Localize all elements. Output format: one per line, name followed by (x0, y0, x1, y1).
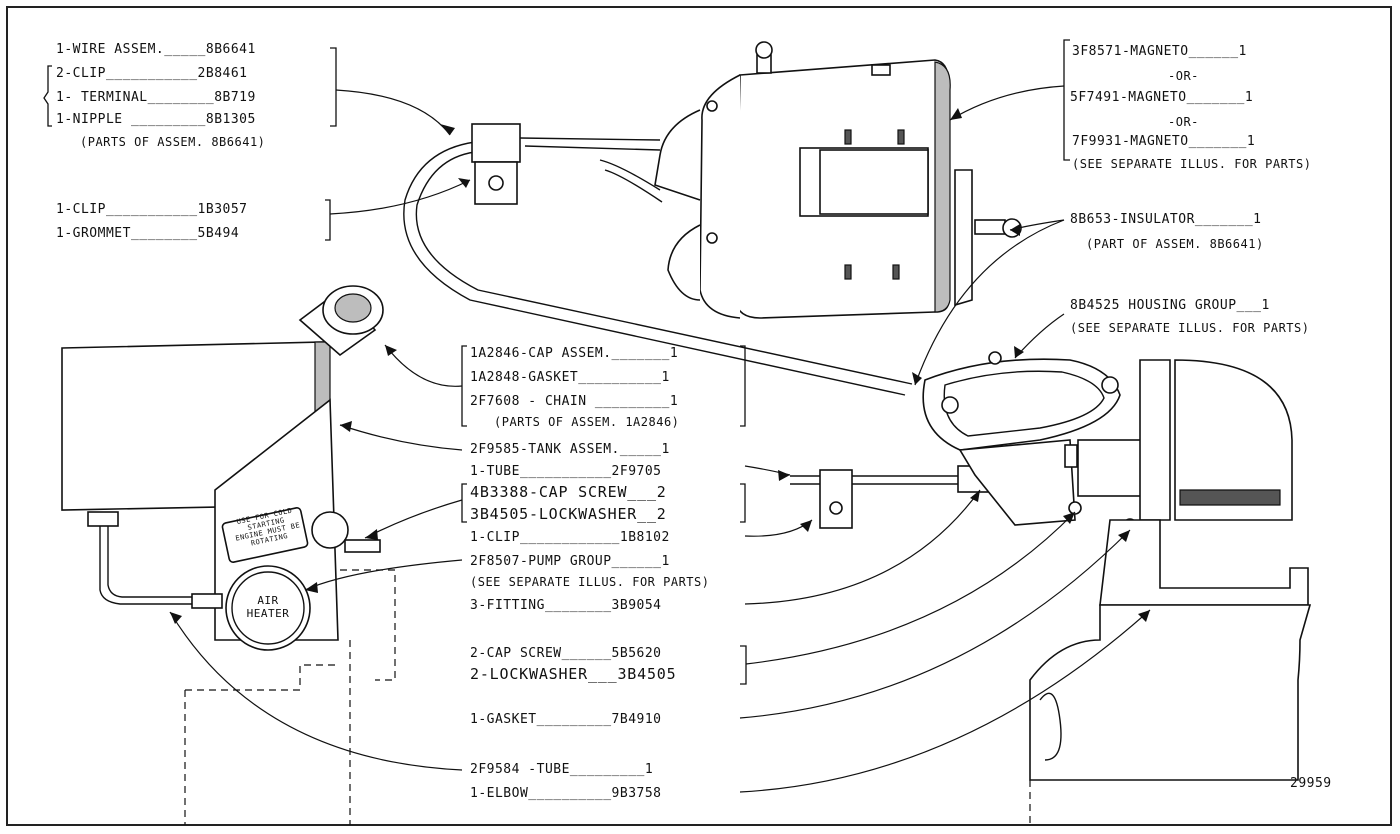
label-magneto-2: 5F7491-MAGNETO_______1 (1070, 90, 1254, 105)
label-nipple: 1-NIPPLE _________8B1305 (56, 112, 256, 127)
label-tank-assem: 2F9585-TANK ASSEM._____1 (470, 442, 670, 457)
label-part-of-8b6641: (PART OF ASSEM. 8B6641) (1086, 237, 1264, 251)
label-lockwasher-2: 2-LOCKWASHER___3B4505 (470, 665, 677, 683)
label-fitting: 3-FITTING________3B9054 (470, 598, 662, 613)
label-clip-1b8102: 1-CLIP____________1B8102 (470, 530, 670, 545)
label-or-1: -OR- (1168, 69, 1199, 83)
label-tube-2f9584: 2F9584 -TUBE_________1 (470, 762, 654, 777)
label-see-sep-housing: (SEE SEPARATE ILLUS. FOR PARTS) (1070, 321, 1310, 335)
label-grommet: 1-GROMMET________5B494 (56, 226, 240, 241)
tube-clip (790, 465, 1004, 529)
label-gasket-1a2848: 1A2848-GASKET__________1 (470, 370, 670, 385)
label-clip-2b8461: 2-CLIP___________2B8461 (56, 66, 248, 81)
label-terminal: 1- TERMINAL________8B719 (56, 90, 256, 105)
pump-bracket (87, 398, 381, 651)
label-gasket-7b4910: 1-GASKET_________7B4910 (470, 712, 662, 727)
label-tube-2f9705: 1-TUBE___________2F9705 (470, 464, 662, 479)
label-pump-group: 2F8507-PUMP GROUP______1 (470, 554, 670, 569)
leader-lines (169, 85, 1151, 793)
label-magneto-3: 7F9931-MAGNETO_______1 (1072, 134, 1256, 149)
label-cap-assem: 1A2846-CAP ASSEM._______1 (470, 346, 679, 361)
housing-group (922, 351, 1293, 532)
wire-conduit (403, 123, 913, 396)
fuel-tank (61, 285, 384, 511)
label-cap-screw-4b3388: 4B3388-CAP SCREW___2 (470, 483, 667, 501)
label-see-sep-magneto: (SEE SEPARATE ILLUS. FOR PARTS) (1072, 157, 1312, 171)
label-cap-screw-5b5620: 2-CAP SCREW______5B5620 (470, 646, 662, 661)
air-heater-label: AIR HEATER (246, 594, 290, 620)
label-elbow: 1-ELBOW__________9B3758 (470, 786, 662, 801)
label-parts-of-1a2846: (PARTS OF ASSEM. 1A2846) (494, 415, 680, 429)
label-insulator: 8B653-INSULATOR_______1 (1070, 212, 1262, 227)
label-see-sep-pump: (SEE SEPARATE ILLUS. FOR PARTS) (470, 575, 710, 589)
figure-number: 29959 (1290, 776, 1332, 791)
label-magneto-1: 3F8571-MAGNETO______1 (1072, 44, 1247, 59)
label-clip-1b3057: 1-CLIP___________1B3057 (56, 202, 248, 217)
label-parts-of-8b6641: (PARTS OF ASSEM. 8B6641) (80, 135, 266, 149)
label-chain: 2F7608 - CHAIN _________1 (470, 394, 679, 409)
label-housing-group: 8B4525 HOUSING GROUP___1 (1070, 298, 1270, 313)
label-wire-assem: 1-WIRE ASSEM._____8B6641 (56, 42, 256, 57)
engine-outline-left (184, 569, 396, 825)
label-lockwasher-3b4505: 3B4505-LOCKWASHER__2 (470, 505, 667, 523)
manifold (1029, 519, 1312, 825)
label-or-2: -OR- (1168, 115, 1199, 129)
magneto (654, 41, 1022, 319)
diagram-border (6, 6, 1392, 826)
